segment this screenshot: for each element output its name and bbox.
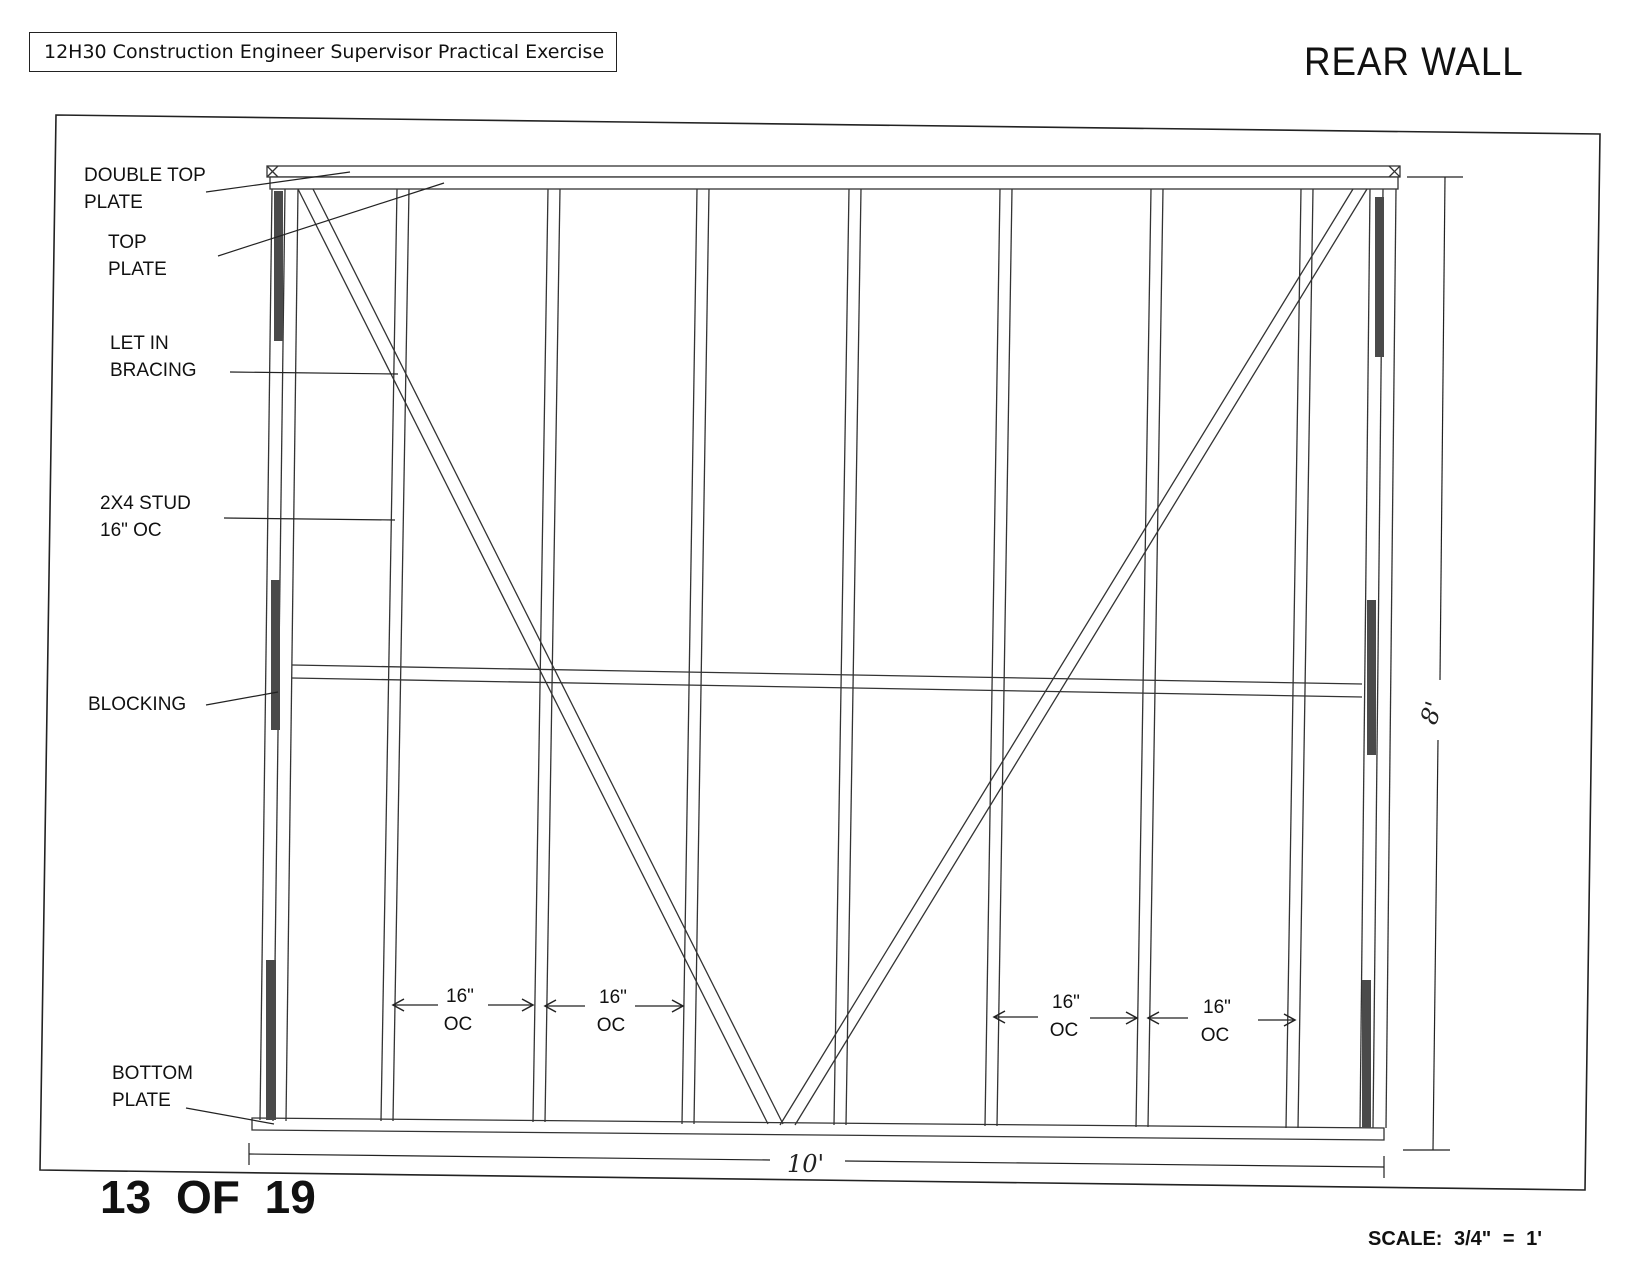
spacing-label-2: 16" OC <box>597 987 627 1036</box>
double-top-plate <box>266 165 1401 178</box>
blocking-row <box>291 664 1363 698</box>
height-value: 8' <box>1415 698 1449 728</box>
end-stud-right <box>1359 188 1397 1129</box>
top-plate <box>269 176 1399 190</box>
stud-2 <box>532 188 561 1123</box>
bottom-plate <box>251 1117 1385 1141</box>
spacing-label-1: 16" OC <box>444 986 474 1035</box>
sheet-title: REAR WALL <box>1304 40 1524 84</box>
svg-text:PLATE: PLATE <box>108 259 167 280</box>
width-dimension <box>248 1143 1385 1178</box>
svg-text:16": 16" <box>1052 992 1080 1013</box>
stud-3 <box>681 188 710 1125</box>
course-title: 12H30 Construction Engineer Supervisor P… <box>44 41 605 63</box>
height-dimension <box>1403 176 1463 1151</box>
stud-1 <box>380 188 410 1122</box>
label-top-plate: TOP PLATE <box>108 232 167 280</box>
svg-text:16": 16" <box>599 987 627 1008</box>
spacing-label-3: 16" OC <box>1050 992 1080 1041</box>
stud-5 <box>984 188 1013 1127</box>
scale-note: SCALE: 3/4" = 1' <box>1368 1228 1542 1250</box>
svg-text:16": 16" <box>1203 997 1231 1018</box>
end-stud-left <box>259 188 299 1122</box>
leader-lines <box>185 171 445 1125</box>
stud-6 <box>1135 188 1164 1128</box>
svg-text:BOTTOM: BOTTOM <box>112 1063 193 1084</box>
svg-text:OC: OC <box>1201 1025 1230 1046</box>
page-number: 13 OF 19 <box>100 1171 316 1223</box>
drawing-border <box>39 114 1601 1191</box>
let-in-brace-right <box>779 188 1368 1126</box>
studs <box>380 188 1314 1129</box>
width-value: 10' <box>787 1150 824 1178</box>
label-bottom-plate: BOTTOM PLATE <box>112 1063 193 1111</box>
svg-text:TOP: TOP <box>108 232 147 253</box>
label-let-in-bracing: LET IN BRACING <box>110 333 197 381</box>
svg-text:16" OC: 16" OC <box>100 520 162 541</box>
course-title-box: 12H30 Construction Engineer Supervisor P… <box>29 32 617 72</box>
svg-text:PLATE: PLATE <box>112 1090 171 1111</box>
stud-7 <box>1285 188 1314 1129</box>
svg-text:2X4 STUD: 2X4 STUD <box>100 493 191 514</box>
spacing-arrows <box>391 998 1297 1027</box>
stud-4 <box>833 188 862 1126</box>
svg-text:BLOCKING: BLOCKING <box>88 694 186 715</box>
svg-text:BRACING: BRACING <box>110 360 197 381</box>
let-in-brace-left <box>297 188 784 1125</box>
label-blocking: BLOCKING <box>88 694 186 715</box>
svg-text:OC: OC <box>444 1014 473 1035</box>
spacing-label-4: 16" OC <box>1201 997 1231 1046</box>
svg-text:PLATE: PLATE <box>84 192 143 213</box>
svg-text:OC: OC <box>1050 1020 1079 1041</box>
label-double-top-plate: DOUBLE TOP PLATE <box>84 165 206 213</box>
svg-text:16": 16" <box>446 986 474 1007</box>
svg-text:LET IN: LET IN <box>110 333 169 354</box>
label-stud: 2X4 STUD 16" OC <box>100 493 191 541</box>
svg-text:DOUBLE TOP: DOUBLE TOP <box>84 165 206 186</box>
svg-text:OC: OC <box>597 1015 626 1036</box>
